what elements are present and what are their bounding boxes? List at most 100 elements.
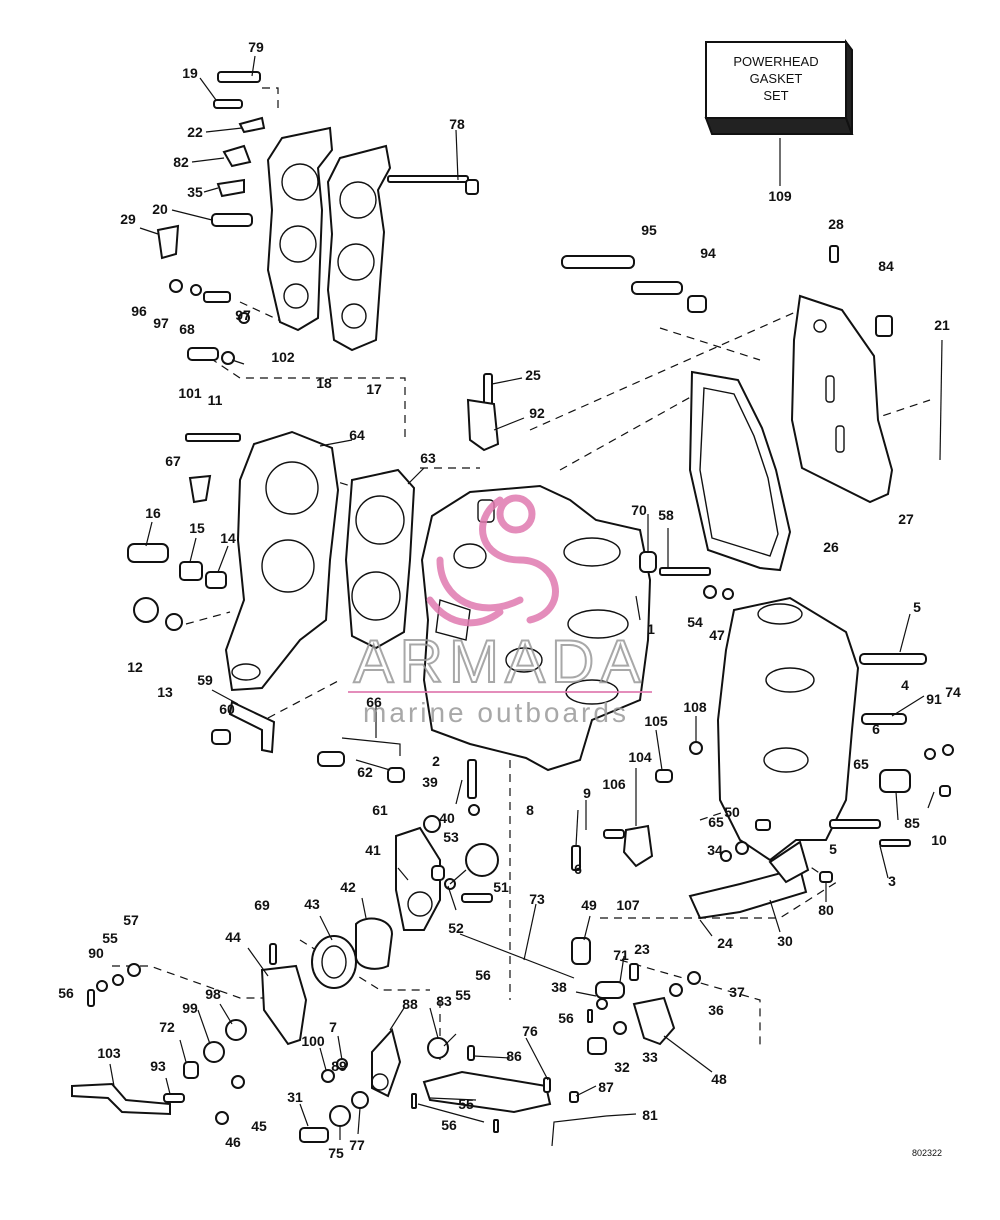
callout-41: 41 (365, 842, 381, 858)
callout-24: 24 (717, 935, 733, 951)
callout-90: 90 (88, 945, 104, 961)
callout-42: 42 (340, 879, 356, 895)
callout-65: 65 (853, 756, 869, 772)
callout-108: 108 (683, 699, 707, 715)
callout-83: 83 (436, 993, 452, 1009)
callout-87: 87 (598, 1079, 614, 1095)
gasket-set-line2: GASKET (750, 71, 803, 86)
callout-75: 75 (328, 1145, 344, 1161)
callout-17: 17 (366, 381, 382, 397)
figure-code: 802322 (912, 1148, 942, 1158)
callout-6: 6 (872, 721, 880, 737)
callout-56: 56 (558, 1010, 574, 1026)
callout-100: 100 (301, 1033, 325, 1049)
exhaust-cover (224, 430, 340, 692)
callout-32: 32 (614, 1059, 630, 1075)
callout-93: 93 (150, 1058, 166, 1074)
callout-47: 47 (709, 627, 725, 643)
callout-84: 84 (878, 258, 894, 274)
callout-61: 61 (372, 802, 388, 818)
armada-watermark: ARMADA marine outboards (348, 494, 652, 728)
callout-8: 8 (526, 802, 534, 818)
middle-hardware (317, 737, 499, 931)
callout-106: 106 (602, 776, 626, 792)
callout-68: 68 (179, 321, 195, 337)
cover-gasket (688, 370, 792, 572)
callout-9: 9 (583, 785, 591, 801)
callout-78: 78 (449, 116, 465, 132)
callout-109: 109 (768, 188, 792, 204)
callout-33: 33 (642, 1049, 658, 1065)
callout-34: 34 (707, 842, 723, 858)
callout-82: 82 (173, 154, 189, 170)
callout-5: 5 (913, 599, 921, 615)
callout-22: 22 (187, 124, 203, 140)
callout-50: 50 (724, 804, 740, 820)
callout-54: 54 (687, 614, 703, 630)
callout-95: 95 (641, 222, 657, 238)
callout-63: 63 (420, 450, 436, 466)
callout-80: 80 (818, 902, 834, 918)
callout-66: 66 (366, 694, 382, 710)
leader-lines (109, 55, 935, 1140)
callout-35: 35 (187, 184, 203, 200)
callout-64: 64 (349, 427, 365, 443)
callout-2: 2 (432, 753, 440, 769)
callout-10: 10 (931, 832, 947, 848)
callout-36: 36 (708, 1002, 724, 1018)
cover-plate (790, 294, 894, 504)
callout-88: 88 (402, 996, 418, 1012)
watermark-tagline: marine outboards (363, 697, 629, 728)
callout-65: 65 (708, 814, 724, 830)
callout-72: 72 (159, 1019, 175, 1035)
callout-92: 92 (529, 405, 545, 421)
callout-16: 16 (145, 505, 161, 521)
callout-85: 85 (904, 815, 920, 831)
callout-70: 70 (631, 502, 647, 518)
callout-43: 43 (304, 896, 320, 912)
callout-1: 1 (647, 621, 655, 637)
callout-89: 89 (331, 1058, 347, 1074)
callout-99: 99 (182, 1000, 198, 1016)
callout-23: 23 (634, 941, 650, 957)
gasket-set-line1: POWERHEAD (733, 54, 818, 69)
callout-79: 79 (248, 39, 264, 55)
callout-98: 98 (205, 986, 221, 1002)
callout-52: 52 (448, 920, 464, 936)
callout-5: 5 (829, 841, 837, 857)
right-side-hardware (466, 245, 954, 920)
crankcase-block (420, 484, 652, 772)
callout-97: 97 (235, 307, 251, 323)
mermaid-logo-icon (426, 494, 559, 627)
callout-19: 19 (182, 65, 198, 81)
callout-6: 6 (574, 861, 582, 877)
callout-45: 45 (251, 1118, 267, 1134)
callout-105: 105 (644, 713, 668, 729)
callout-27: 27 (898, 511, 914, 527)
callout-18: 18 (316, 375, 332, 391)
callout-73: 73 (529, 891, 545, 907)
callout-58: 58 (658, 507, 674, 523)
callout-29: 29 (120, 211, 136, 227)
lower-center-hardware (299, 1027, 449, 1143)
callout-44: 44 (225, 929, 241, 945)
callout-77: 77 (349, 1137, 365, 1153)
callout-69: 69 (254, 897, 270, 913)
callout-28: 28 (828, 216, 844, 232)
callout-62: 62 (357, 764, 373, 780)
callout-55: 55 (455, 987, 471, 1003)
lower-left-hardware (71, 917, 394, 1125)
callout-57: 57 (123, 912, 139, 928)
head-gasket (326, 144, 392, 352)
callout-12: 12 (127, 659, 143, 675)
callout-74: 74 (945, 684, 961, 700)
callout-71: 71 (613, 947, 629, 963)
callout-56: 56 (441, 1117, 457, 1133)
callout-86: 86 (506, 1048, 522, 1064)
watermark-brand: ARMADA (354, 628, 647, 695)
callout-14: 14 (220, 530, 236, 546)
callout-67: 67 (165, 453, 181, 469)
